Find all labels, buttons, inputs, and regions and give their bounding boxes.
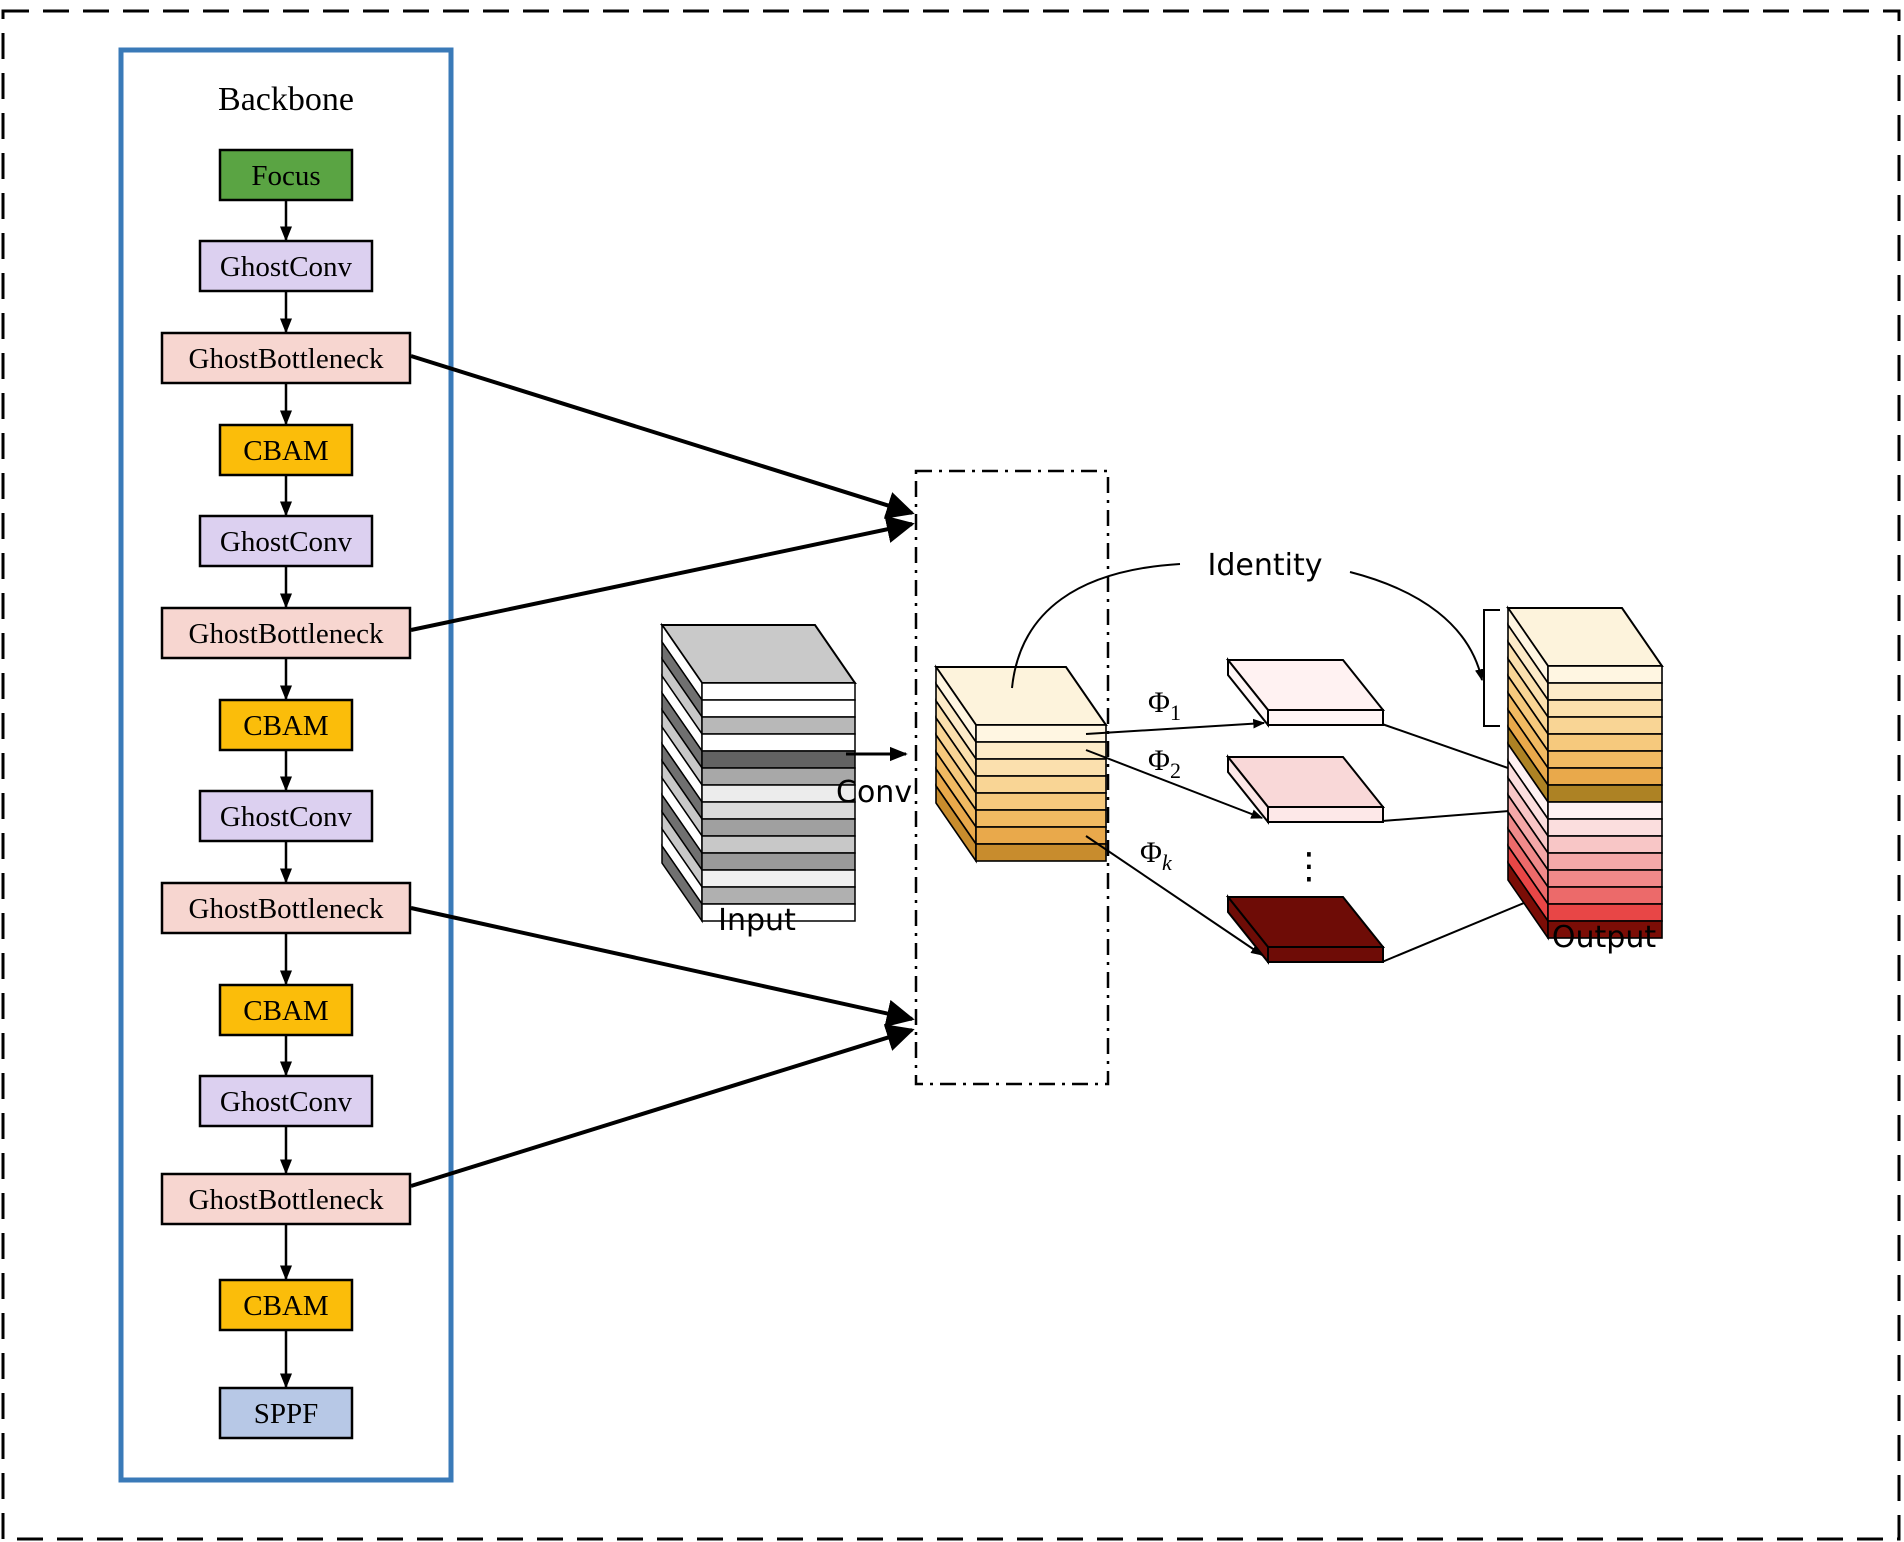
stack-front-layer	[1547, 716, 1663, 735]
stack-front-layer	[701, 767, 856, 786]
stack-front-layer	[975, 775, 1107, 794]
output-label: Output	[1552, 920, 1656, 955]
input-feature-stack	[660, 622, 857, 924]
stack-front-layer	[975, 792, 1107, 811]
ghost-slab-2-front	[1267, 806, 1384, 823]
stack-front-layer	[701, 733, 856, 752]
stack-front-layer	[701, 852, 856, 871]
feature-arrow-3	[410, 906, 915, 1028]
stack-front-layer	[701, 869, 856, 888]
identity-curve-left	[1011, 563, 1181, 689]
identity-bracket	[1483, 609, 1500, 727]
block-label: CBAM	[243, 995, 328, 1027]
block-sppf-14	[218, 1386, 354, 1440]
stack-front-layer	[975, 758, 1107, 777]
stack-front-layer	[701, 903, 856, 922]
stack-front-layer	[1547, 750, 1663, 769]
stack-front-layer	[701, 784, 856, 803]
ghost-feature-slabs	[1225, 657, 1386, 965]
block-ghostbottleneck-9	[160, 881, 412, 935]
block-label: GhostBottleneck	[189, 618, 384, 650]
input-label: Input	[718, 903, 796, 938]
stack-front-layer	[1547, 903, 1663, 922]
stack-front-layer	[1547, 682, 1663, 701]
block-cbam-4	[218, 423, 354, 477]
stack-front-layer	[1547, 801, 1663, 820]
block-label: CBAM	[243, 435, 328, 467]
ghost-slab-k-front	[1267, 946, 1384, 963]
backbone-title: Backbone	[218, 81, 354, 118]
block-label: GhostConv	[220, 801, 353, 833]
stack-front-layer	[1547, 869, 1663, 888]
stack-front-layer	[701, 699, 856, 718]
stack-front-layer	[1547, 852, 1663, 871]
slab-k-output-arrow	[1381, 892, 1550, 963]
phi-k-label: Φk	[1140, 836, 1173, 875]
block-cbam-10	[218, 983, 354, 1037]
feature-arrow-4	[410, 1024, 915, 1188]
stack-front-layer	[1547, 733, 1663, 752]
block-label: GhostConv	[220, 526, 353, 558]
phi-arrows	[1085, 718, 1266, 956]
block-cbam-7	[218, 698, 354, 752]
stack-front-layer	[701, 886, 856, 905]
outer-dashed-frame	[1, 9, 1901, 1541]
phi-1-label: Φ1	[1148, 686, 1181, 725]
block-label: Focus	[251, 160, 320, 192]
stack-front-layer	[1547, 699, 1663, 718]
identity-label: Identity	[1208, 548, 1323, 583]
stack-front-layer	[701, 835, 856, 854]
stack-front-layer	[1547, 784, 1663, 803]
feature-arrow-1	[410, 354, 915, 519]
block-label: CBAM	[243, 1290, 328, 1322]
phi-k-arrow	[1085, 835, 1263, 956]
block-ghostconv-2	[198, 239, 374, 293]
phi-2-arrow	[1085, 749, 1264, 819]
stack-front-layer	[1547, 665, 1663, 684]
intrinsic-feature-stack	[934, 664, 1108, 864]
block-label: GhostBottleneck	[189, 893, 384, 925]
stack-front-layer	[1547, 886, 1663, 905]
backbone-blocks: FocusGhostConvGhostBottleneckCBAMGhostCo…	[160, 148, 412, 1440]
stack-front-layer	[1547, 835, 1663, 854]
conv-label: Conv	[836, 775, 912, 810]
ghost-module-frame	[914, 469, 1110, 1086]
block-ghostconv-8	[198, 789, 374, 843]
stack-front-layer	[701, 818, 856, 837]
block-label: GhostBottleneck	[189, 343, 384, 375]
block-label: GhostBottleneck	[189, 1184, 384, 1216]
stack-front-layer	[701, 750, 856, 769]
backbone-container	[118, 47, 454, 1483]
block-label: GhostConv	[220, 251, 353, 283]
ghost-slab-1-front	[1267, 709, 1384, 726]
phi-1-arrow	[1085, 718, 1266, 735]
block-cbam-13	[218, 1278, 354, 1332]
stack-front-layer	[975, 809, 1107, 828]
block-ghostbottleneck-3	[160, 331, 412, 385]
block-ghostconv-5	[198, 514, 374, 568]
block-label: GhostConv	[220, 1086, 353, 1118]
ellipsis-dots: ⋮	[1291, 846, 1327, 887]
stack-front-layer	[701, 682, 856, 701]
stack-front-layer	[701, 801, 856, 820]
feature-arrow-2	[410, 515, 915, 632]
stack-front-layer	[701, 716, 856, 735]
stack-front-layer	[1547, 767, 1663, 786]
identity-curve-right	[1349, 571, 1485, 682]
output-feature-stack	[1506, 605, 1664, 941]
stack-front-layer	[1547, 818, 1663, 837]
block-ghostbottleneck-6	[160, 606, 412, 660]
phi-2-label: Φ2	[1148, 744, 1181, 783]
stack-front-layer	[1547, 920, 1663, 939]
block-ghostbottleneck-12	[160, 1172, 412, 1226]
feature-arrows	[410, 354, 915, 1188]
block-focus-1	[218, 148, 354, 202]
block-label: SPPF	[254, 1398, 319, 1430]
stack-front-layer	[975, 843, 1107, 862]
block-label: CBAM	[243, 710, 328, 742]
